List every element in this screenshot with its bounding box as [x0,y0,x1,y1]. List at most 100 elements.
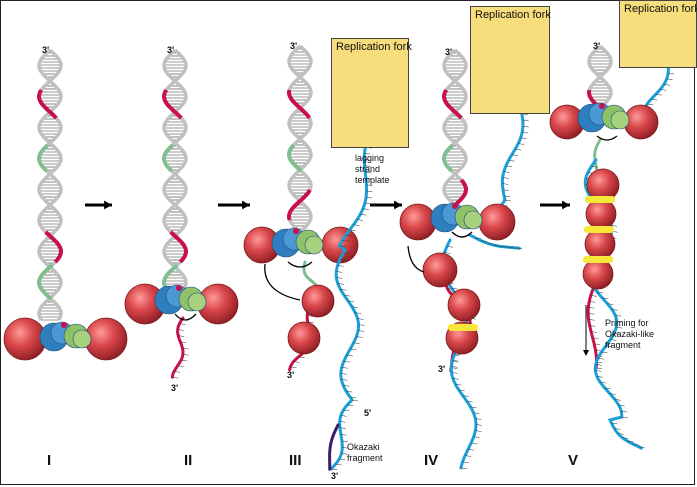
base-tick [518,143,525,145]
base-tick [597,291,604,294]
base-tick [505,165,512,168]
base-tick [341,379,348,381]
base-tick [610,339,617,341]
base-tick [331,468,338,471]
helix-stage-i [36,48,64,321]
base-tick [611,309,618,311]
base-tick [182,347,189,350]
protein-sphere [84,317,128,361]
mcm-helicase-stage-iv [430,202,483,233]
base-tick [340,258,347,261]
helix-strand [442,48,468,206]
base-tick [473,412,480,414]
base-tick [595,370,602,372]
colored-strand-segment [169,230,189,264]
okazaki-fragment-label: Okazaki fragment [347,442,383,463]
base-tick [349,229,356,232]
base-tick [340,373,347,375]
base-tick [522,125,529,128]
three-prime-label: 3' [438,364,446,374]
base-tick [618,404,625,407]
base-tick [343,252,350,255]
mcm-helicase-stage-ii [154,284,207,315]
base-tick [605,345,613,347]
base-tick [666,78,673,81]
helix-strand [442,48,468,206]
base-tick [335,463,342,466]
base-tick [502,183,509,185]
helix-strand [37,48,63,321]
colored-strand-segment [286,143,303,173]
base-tick [343,360,350,363]
replication-fork-label: Replication fork [624,3,697,15]
mcm-subunit [304,235,324,255]
base-tick [590,295,597,297]
mcm-subunit [610,110,630,130]
base-tick [621,410,628,413]
protein-sphere [582,258,614,290]
base-tick [358,330,365,332]
base-tick [595,349,602,352]
base-tick [341,367,348,369]
transition-arrow-4-head [562,200,570,210]
green-strand [593,138,602,172]
protein-sphere [447,288,481,322]
red-lagging-strand [170,316,185,379]
base-tick [451,366,458,368]
base-tick [182,353,189,356]
base-tick [590,331,598,333]
rotation-arrow [451,231,473,238]
base-tick [358,324,365,326]
base-tick [366,196,373,199]
base-tick [365,178,372,180]
base-tick [594,343,601,345]
base-tick [336,271,343,273]
base-tick [522,131,529,134]
base-tick [366,184,373,186]
replication-fork-box-iii: Replication fork [331,38,412,148]
priming-arrow-head [583,350,589,356]
base-tick [597,357,604,360]
base-tick [617,433,624,435]
base-tick [337,265,344,267]
origin-marker [293,228,299,234]
base-tick [290,366,297,369]
rotation-arrow [596,135,618,141]
helix-strand [162,48,188,291]
base-tick [589,325,596,327]
base-tick [622,437,629,439]
base-tick [342,447,349,449]
helix-stage-iv [441,48,469,206]
base-tick [611,422,618,425]
base-tick [342,240,349,242]
base-tick [462,461,469,463]
primer-band [585,196,615,203]
colored-strand-segment [286,188,312,221]
base-tick [356,336,363,338]
colored-strand-segment [36,143,50,173]
base-tick [638,446,645,448]
base-tick [347,404,354,407]
colored-strand-segment [441,88,463,120]
base-tick [350,348,357,351]
base-tick [589,301,596,303]
base-tick [177,329,184,331]
base-tick [588,319,595,321]
colored-strand-segment [441,143,455,173]
base-tick [343,384,350,387]
base-tick [341,440,348,443]
colored-strand-segment [286,89,311,120]
base-tick [471,442,478,445]
origin-marker [61,322,67,328]
protein-sphere [301,284,335,318]
base-tick [588,306,595,309]
base-tick [362,208,370,210]
base-tick [503,171,510,173]
base-tick [602,297,609,300]
base-tick [522,119,529,122]
base-tick [293,361,300,363]
colored-strand-segment [161,143,175,173]
five-prime-label: 5' [364,408,372,418]
